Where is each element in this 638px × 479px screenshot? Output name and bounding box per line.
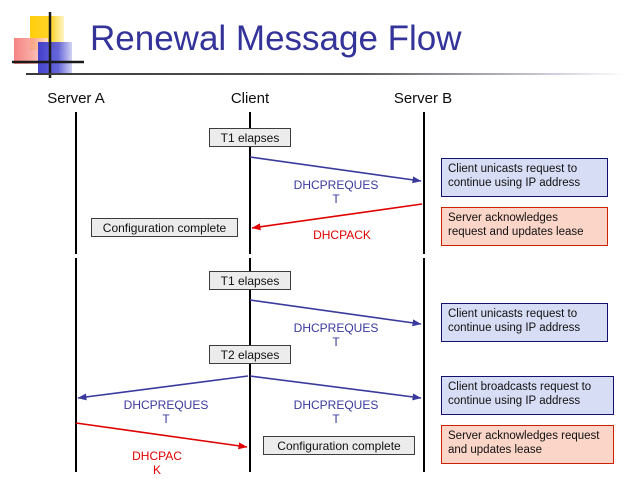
callout-1-line2: continue using IP address: [448, 177, 581, 189]
lifeline-server-b-top: [423, 112, 425, 248]
msg-label-4-line1: DHCPREQUES: [123, 398, 209, 412]
msg-label-5-line1: DHCPREQUES: [293, 398, 379, 412]
callout-5-line2: and updates lease: [448, 444, 542, 456]
callout-4-line2: continue using IP address: [448, 395, 581, 407]
callout-client-broadcasts: Client broadcasts request to continue us…: [441, 376, 614, 415]
note-t2-elapses: T2 elapses: [209, 345, 291, 364]
callout-client-unicasts-2: Client unicasts request to continue usin…: [441, 303, 608, 342]
msg-label-2-line1: DHCPACK: [313, 228, 371, 242]
arrow-msg-6: [75, 422, 248, 450]
slide-logo: [12, 12, 84, 78]
msg-label-1: DHCPREQUES T: [256, 178, 416, 206]
msg-label-6: DHCPAC K: [92, 449, 222, 477]
logo-square-blue: [38, 42, 72, 74]
lifeline-server-b-bottom: [423, 264, 425, 472]
lifeline-server-b-break: [423, 248, 425, 264]
arrow-msg-4: [77, 375, 249, 401]
msg-label-1-line2: T: [332, 192, 340, 206]
arrow-msg-2: [251, 203, 423, 231]
callout-5-line1: Server acknowledges request: [448, 430, 600, 442]
callout-server-acknowledges-2: Server acknowledges request and updates …: [441, 425, 614, 464]
lifeline-server-a-break: [75, 248, 77, 264]
logo-graphic: [12, 12, 84, 78]
msg-label-3-line1: DHCPREQUES: [293, 321, 379, 335]
callout-3-line2: continue using IP address: [448, 322, 581, 334]
msg-label-2: DHCPACK: [262, 228, 422, 242]
msg-label-3-line2: T: [332, 335, 340, 349]
msg-label-6-line2: K: [152, 463, 161, 477]
note-t1-elapses-2: T1 elapses: [209, 271, 291, 290]
lifeline-client-bottom: [249, 264, 251, 472]
arrow-msg-5: [249, 375, 422, 401]
note-t1-elapses-1: T1 elapses: [209, 128, 291, 147]
lane-label-server-a: Server A: [47, 90, 105, 107]
lane-label-server-b: Server B: [393, 90, 453, 107]
lifeline-server-a-bottom: [75, 264, 77, 472]
note-config-complete-1: Configuration complete: [91, 218, 238, 237]
title-divider: [26, 73, 626, 75]
lane-label-client: Client: [230, 90, 270, 107]
msg-label-5-line2: T: [332, 412, 340, 426]
lifeline-client-break: [249, 248, 251, 264]
note-config-complete-2: Configuration complete: [263, 436, 415, 455]
callout-2-line1: Server acknowledges: [448, 212, 558, 224]
msg-label-4-line2: T: [162, 412, 170, 426]
callout-client-unicasts-1: Client unicasts request to continue usin…: [441, 158, 608, 197]
msg-label-5: DHCPREQUES T: [256, 398, 416, 426]
msg-label-1-line1: DHCPREQUES: [293, 178, 379, 192]
callout-1-line1: Client unicasts request to: [448, 163, 578, 175]
page-title: Renewal Message Flow: [90, 19, 462, 58]
callout-3-line1: Client unicasts request to: [448, 308, 578, 320]
lifeline-server-a-top: [75, 112, 77, 248]
msg-label-4: DHCPREQUES T: [86, 398, 246, 426]
callout-server-acknowledges-1: Server acknowledges request and updates …: [441, 207, 608, 246]
msg-label-6-line1: DHCPAC: [132, 449, 182, 463]
callout-4-line1: Client broadcasts request to: [448, 381, 592, 393]
callout-2-line2: request and updates lease: [448, 226, 584, 238]
